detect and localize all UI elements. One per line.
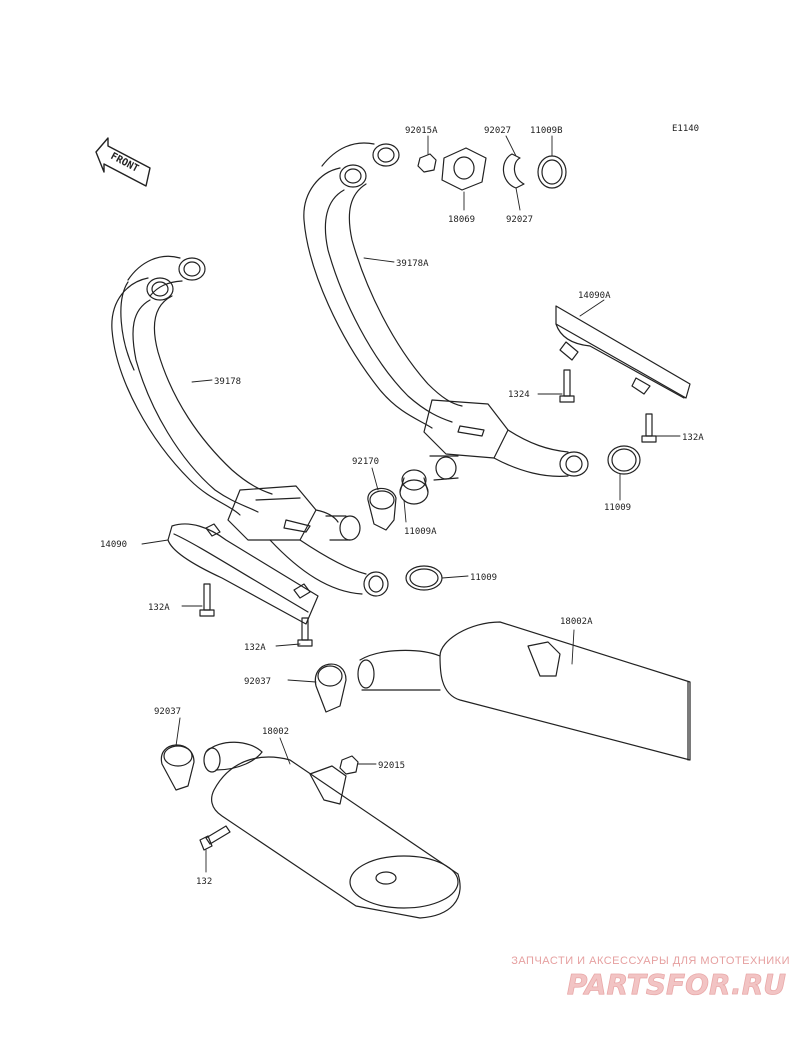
clamp-92037-mid bbox=[314, 663, 347, 713]
clamp-92170 bbox=[367, 487, 397, 531]
watermark-line1: ЗАПЧАСТИ И АКСЕССУАРЫ ДЛЯ МОТОТЕХНИКИ bbox=[511, 955, 790, 967]
part-label: 132A bbox=[148, 603, 170, 613]
part-label: 18002 bbox=[262, 727, 289, 737]
ring-11009b bbox=[537, 155, 567, 189]
part-label: 14090A bbox=[578, 291, 611, 301]
gasket-11009-mid bbox=[405, 565, 443, 591]
part-label: 14090 bbox=[100, 540, 127, 550]
part-label: 92015 bbox=[378, 761, 405, 771]
part-label: 92037 bbox=[154, 707, 181, 717]
bolt-132a-mid bbox=[297, 617, 313, 647]
part-label: 92027 bbox=[484, 126, 511, 136]
flange-18069 bbox=[441, 147, 487, 191]
nut-92015a bbox=[417, 153, 437, 173]
clamp-92037-left bbox=[160, 744, 195, 791]
heat-shield-14090 bbox=[167, 523, 319, 625]
part-label: 92015A bbox=[405, 126, 438, 136]
part-label: 1324 bbox=[508, 390, 530, 400]
part-label: 92037 bbox=[244, 677, 271, 687]
part-label: 11009B bbox=[530, 126, 563, 136]
part-labels: 92015A 92027 11009B 18069 92027 39178A 1… bbox=[100, 126, 704, 887]
part-label: 39178A bbox=[396, 259, 429, 269]
part-label: 39178 bbox=[214, 377, 241, 387]
leader-lines bbox=[141, 135, 681, 873]
bolt-132 bbox=[199, 825, 231, 851]
part-label: 11009 bbox=[470, 573, 497, 583]
watermark-logo: PARTSFOR.RU bbox=[567, 968, 786, 1001]
exhaust-pipe-39178a bbox=[303, 142, 589, 481]
watermark: ЗАПЧАСТИ И АКСЕССУАРЫ ДЛЯ МОТОТЕХНИКИ PA… bbox=[511, 955, 790, 1001]
part-label: 18002A bbox=[560, 617, 593, 627]
part-label: 132A bbox=[244, 643, 266, 653]
part-label: 18069 bbox=[448, 215, 475, 225]
bolt-132a-left bbox=[199, 583, 215, 617]
collar-92027 bbox=[502, 153, 525, 189]
part-label: 132 bbox=[196, 877, 212, 887]
part-label: 11009 bbox=[604, 503, 631, 513]
bolt-132a-right bbox=[641, 413, 657, 443]
diagram-code: E1140 bbox=[672, 124, 699, 134]
muffler-18002a bbox=[357, 621, 691, 761]
part-label: 92170 bbox=[352, 457, 379, 467]
gasket-11009a bbox=[399, 469, 429, 505]
front-arrow-icon: FRONT bbox=[95, 137, 151, 187]
heat-shield-14090a bbox=[555, 305, 691, 399]
part-label: 92027 bbox=[506, 215, 533, 225]
exhaust-pipe-39178 bbox=[111, 255, 389, 597]
muffler-18002 bbox=[203, 741, 461, 919]
part-label: 132A bbox=[682, 433, 704, 443]
gasket-11009-right bbox=[607, 445, 641, 475]
bolt-1324 bbox=[559, 369, 575, 403]
part-label: 11009A bbox=[404, 527, 437, 537]
nut-92015 bbox=[339, 755, 359, 775]
